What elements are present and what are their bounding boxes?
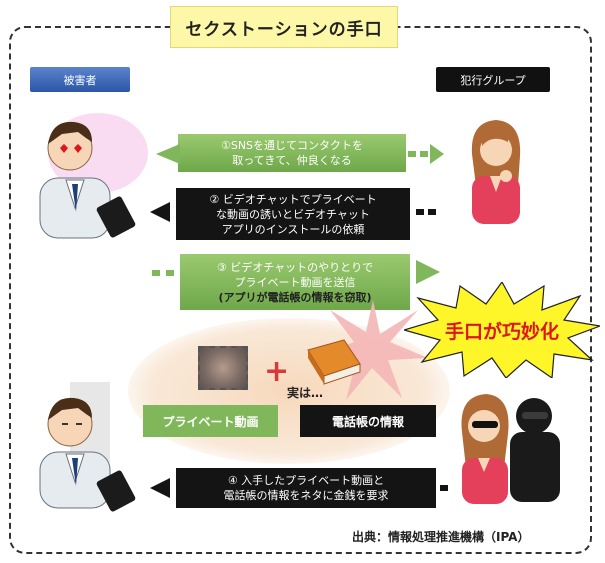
source-credit: 出典：情報処理推進機構（IPA） <box>352 530 530 544</box>
step-1-arrowhead <box>156 144 180 164</box>
victim-figure-worried <box>39 382 136 512</box>
victim-figure-happy <box>39 113 148 239</box>
step-3-line-1: ③ ビデオチャットのやりとりで <box>216 260 374 274</box>
step-3-dots <box>152 270 174 276</box>
private-video-label: プライベート動画 <box>143 405 278 437</box>
step-3-arrowhead <box>416 260 440 284</box>
step-4-arrowhead <box>150 478 170 498</box>
actually-label: 実は… <box>287 386 324 400</box>
step-2-line-2: な動画の誘いとビデオチャット <box>216 207 370 221</box>
callout-text: 手口が巧妙化 <box>444 320 559 343</box>
private-video-thumbnail <box>198 346 248 390</box>
step-3-bar: ③ ビデオチャットのやりとりで プライベート動画を送信 (アプリが電話帳の情報を… <box>180 254 410 310</box>
phonebook-icon <box>307 339 361 385</box>
step-2-dots <box>416 209 436 215</box>
criminal-label: 犯行グループ <box>436 67 550 92</box>
step-3-note: (アプリが電話帳の情報を窃取) <box>218 290 372 304</box>
red-starburst <box>318 300 428 400</box>
criminal-group-figure <box>461 394 560 504</box>
phonebook-label: 電話帳の情報 <box>300 405 436 437</box>
plus-sign: + <box>264 354 290 389</box>
step-4-line-1: ④ 入手したプライベート動画と <box>227 474 385 487</box>
step-2-line-1: ② ビデオチャットでプライベート <box>209 192 377 206</box>
step-1-line-2: 取ってきて、仲良くなる <box>232 154 352 167</box>
step-4-line-2: 電話帳の情報をネタに金銭を要求 <box>223 489 389 502</box>
woman-figure <box>471 120 521 224</box>
step-2-arrowhead <box>150 202 170 222</box>
step-3-line-2: プライベート動画を送信 <box>234 275 356 289</box>
step-4-bar: ④ 入手したプライベート動画と 電話帳の情報をネタに金銭を要求 <box>176 468 436 508</box>
victim-label: 被害者 <box>30 67 130 92</box>
step-4-dots <box>440 485 448 491</box>
step-1-dots <box>408 144 444 164</box>
step-1-bar: ①SNSを通じてコンタクトを 取ってきて、仲良くなる <box>178 134 406 172</box>
step-2-bar: ② ビデオチャットでプライベート な動画の誘いとビデオチャット アプリのインスト… <box>176 188 410 240</box>
step-1-line-1: ①SNSを通じてコンタクトを <box>220 139 364 152</box>
diagram-title: セクストーションの手口 <box>170 6 398 48</box>
step-2-line-3: アプリのインストールの依頼 <box>221 222 365 236</box>
callout-starburst <box>404 282 600 378</box>
